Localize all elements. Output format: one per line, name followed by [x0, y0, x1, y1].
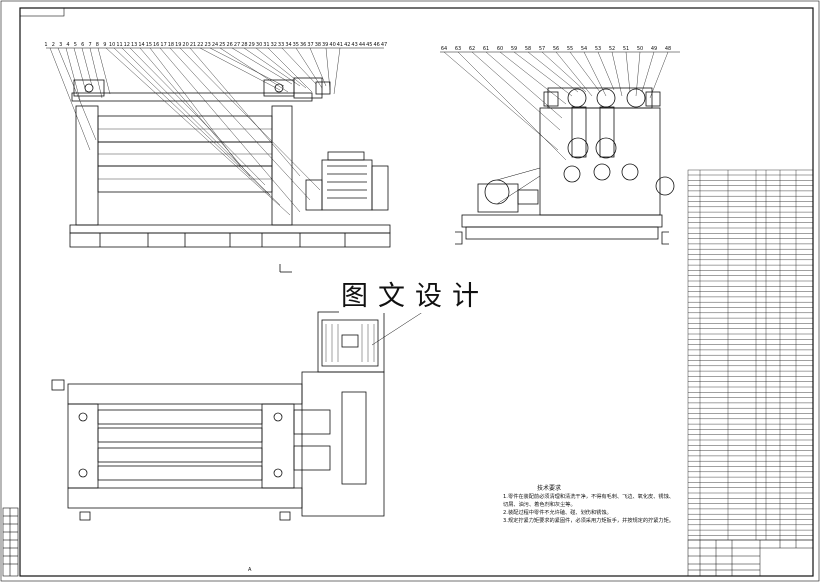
balloon-label: 10: [109, 42, 115, 48]
balloon-label: 48: [665, 46, 671, 52]
tech-line-4: 3.规定拧紧力矩要求的紧固件，必须采用力矩扳手，并按规定的拧紧力矩。: [503, 518, 674, 524]
balloon-label: 63: [455, 46, 461, 52]
balloon-label: 34: [285, 42, 291, 48]
balloon-label: 20: [182, 42, 188, 48]
balloon-label: 13: [131, 42, 137, 48]
tech-line-3: 2.装配过程中零件不允许磕、碰、划伤和锈蚀。: [503, 510, 612, 516]
plan-view: [51, 305, 450, 521]
side-view: [440, 51, 680, 245]
balloon-label: 41: [337, 42, 343, 48]
tech-requirements-title: 技术要求: [537, 485, 562, 492]
balloon-label: 40: [329, 42, 335, 48]
balloon-label: 47: [381, 42, 387, 48]
balloon-label: 42: [344, 42, 350, 48]
bill-of-materials: [687, 169, 814, 541]
balloon-label: 18: [168, 42, 174, 48]
balloon-label: 55: [567, 46, 573, 52]
balloon-label: 28: [241, 42, 247, 48]
balloon-label: 64: [441, 46, 447, 52]
balloon-label: 54: [581, 46, 587, 52]
balloon-label: 43: [351, 42, 357, 48]
balloon-label: 25: [219, 42, 225, 48]
balloon-label: 62: [469, 46, 475, 52]
balloon-label: 9: [103, 42, 106, 48]
balloon-label: 26: [227, 42, 233, 48]
balloon-label: 8: [96, 42, 99, 48]
balloon-label: 12: [124, 42, 130, 48]
balloon-label: 45: [366, 42, 372, 48]
balloon-label: 6: [81, 42, 84, 48]
front-view: [46, 47, 391, 273]
balloon-label: 3: [59, 42, 62, 48]
balloon-label: 33: [278, 42, 284, 48]
balloon-label: 29: [249, 42, 255, 48]
balloon-label: 30: [256, 42, 262, 48]
balloon-label: 36: [300, 42, 306, 48]
balloon-label: 38: [315, 42, 321, 48]
section-mark: A: [248, 567, 252, 573]
balloon-label: 58: [525, 46, 531, 52]
balloon-label: 57: [539, 46, 545, 52]
balloon-label: 5: [74, 42, 77, 48]
balloon-label: 23: [205, 42, 211, 48]
tech-line-1: 1.零件在装配前必须清理和清洗干净，不得有毛刺、飞边、氧化皮、锈蚀、: [503, 494, 674, 500]
balloon-label: 1: [44, 42, 47, 48]
left-margin-block: [2, 507, 19, 577]
balloon-label: 56: [553, 46, 559, 52]
balloon-label: 59: [511, 46, 517, 52]
balloon-label: 19: [175, 42, 181, 48]
balloon-label: 27: [234, 42, 240, 48]
balloon-label: 11: [116, 42, 122, 48]
balloon-label: 16: [153, 42, 159, 48]
balloon-label: 32: [271, 42, 277, 48]
watermark-text: 图文设计: [339, 274, 491, 313]
balloon-label: 15: [146, 42, 152, 48]
balloon-label: 46: [374, 42, 380, 48]
balloon-label: 44: [359, 42, 365, 48]
balloon-label: 14: [138, 42, 144, 48]
balloon-label: 61: [483, 46, 489, 52]
balloon-label: 7: [89, 42, 92, 48]
balloon-label: 52: [609, 46, 615, 52]
balloon-label: 2: [52, 42, 55, 48]
side-balloon-labels: 64 63 62 61 60 59 58 57 56 55 54 53 52 51 50 49 48: [441, 46, 671, 52]
balloon-label: 51: [623, 46, 629, 52]
balloon-label: 49: [651, 46, 657, 52]
tech-line-2: 切屑、油污、着色剂和灰尘等。: [503, 502, 576, 508]
balloon-label: 53: [595, 46, 601, 52]
balloon-label: 35: [293, 42, 299, 48]
balloon-label: 21: [190, 42, 196, 48]
balloon-label: 17: [160, 42, 166, 48]
balloon-label: 31: [263, 42, 269, 48]
balloon-label: 39: [322, 42, 328, 48]
title-block: [687, 539, 814, 577]
balloon-label: 60: [497, 46, 503, 52]
balloon-label: 50: [637, 46, 643, 52]
balloon-label: 4: [66, 42, 69, 48]
code-block: [19, 7, 65, 17]
balloon-label: 37: [307, 42, 313, 48]
balloon-label: 22: [197, 42, 203, 48]
balloon-label: 24: [212, 42, 218, 48]
